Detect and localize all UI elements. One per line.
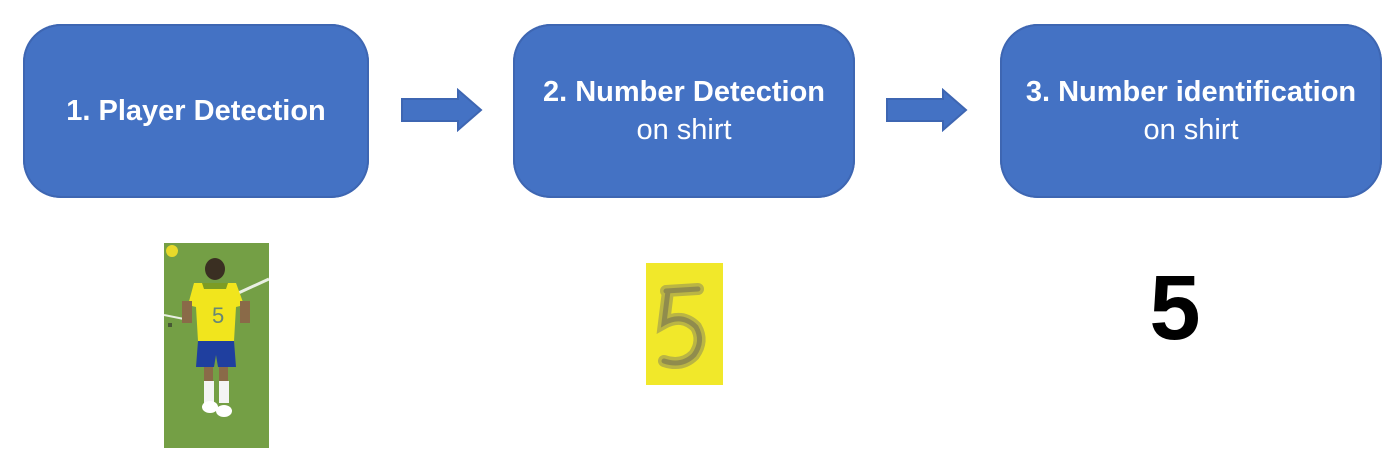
player-crop-image: 5 xyxy=(164,243,269,448)
step-title: 1. Player Detection xyxy=(66,95,326,127)
step-box-number-detection: 2. Number Detection on shirt xyxy=(513,24,855,198)
right-arrow-icon xyxy=(886,88,968,132)
identified-number: 5 xyxy=(1149,257,1201,359)
svg-text:5: 5 xyxy=(212,303,224,328)
step-subtitle: on shirt xyxy=(1143,114,1239,146)
step-box-player-detection: 1. Player Detection xyxy=(23,24,369,198)
number-crop-image xyxy=(646,263,723,385)
right-arrow-icon xyxy=(401,88,483,132)
step-title: 3. Number identification xyxy=(1025,76,1357,108)
step-title: 2. Number Detection xyxy=(543,76,825,108)
step-subtitle: on shirt xyxy=(636,114,732,146)
step-box-number-identification: 3. Number identification on shirt xyxy=(1000,24,1382,198)
